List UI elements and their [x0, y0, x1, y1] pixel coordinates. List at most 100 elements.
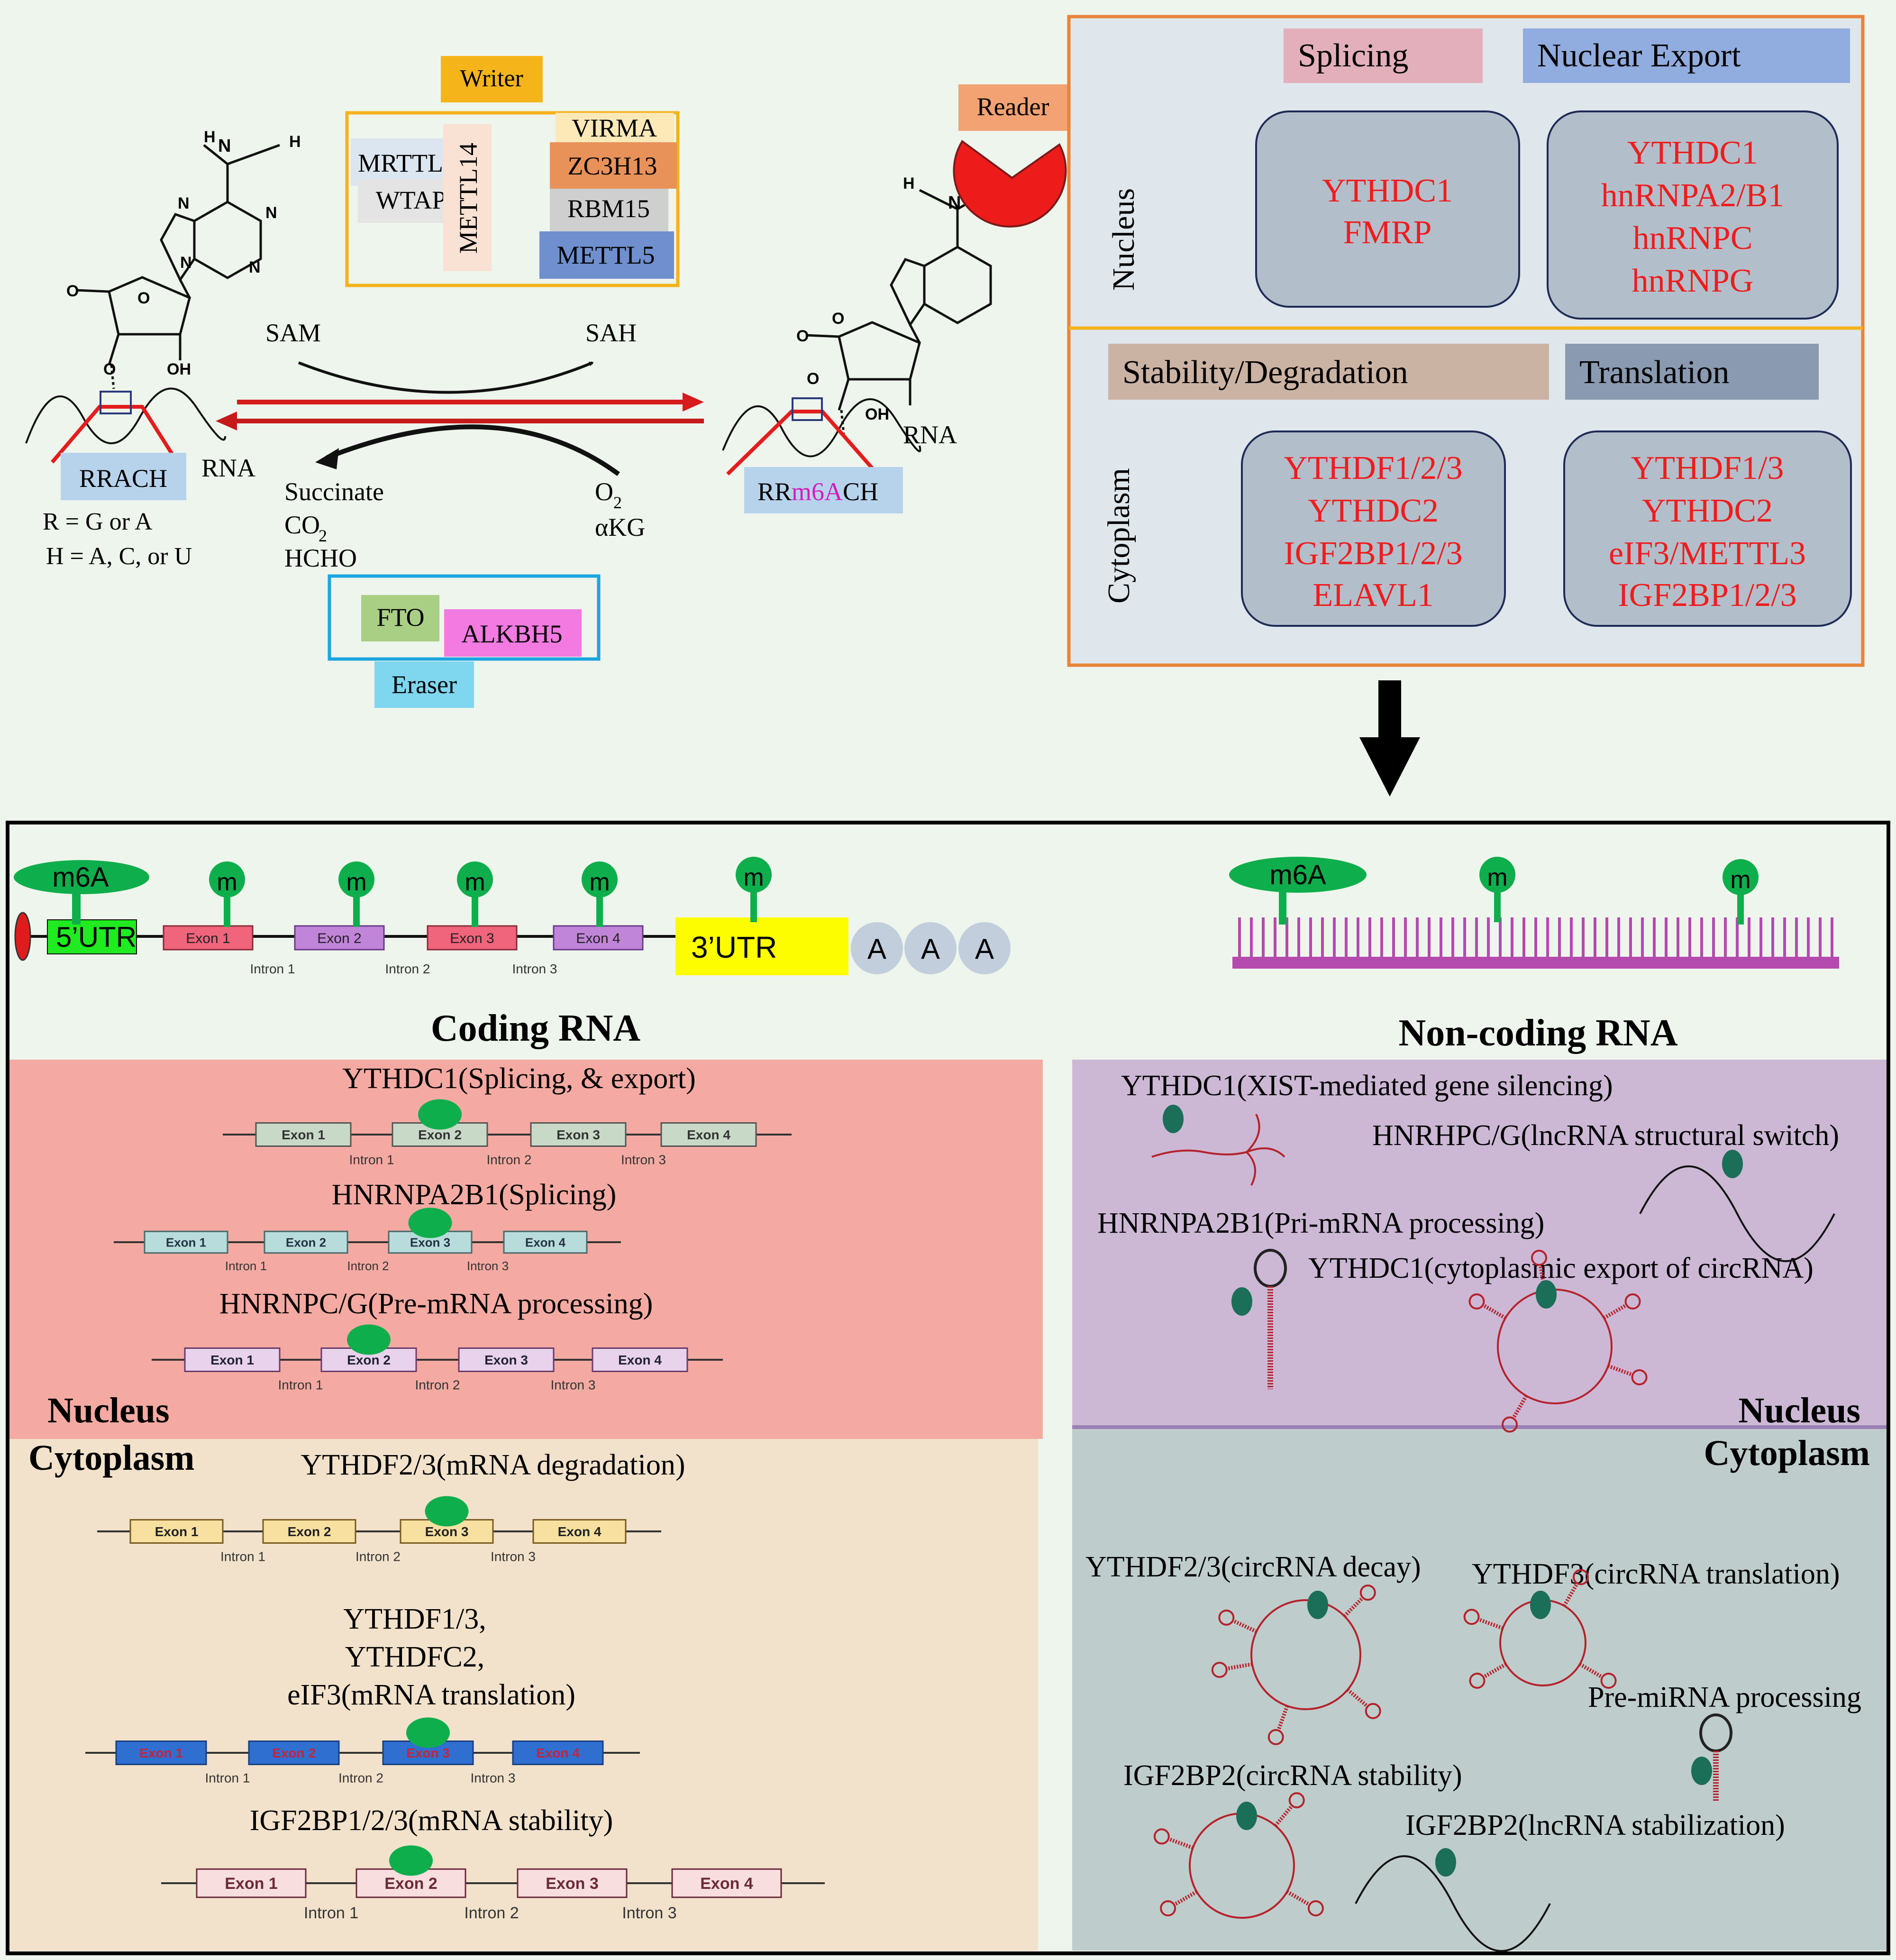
- polya-3: [958, 922, 1011, 974]
- reader-binding-icon: [408, 1208, 452, 1238]
- rna-cleft-left: [50, 405, 187, 476]
- noncoding-cytoplasm-area: [1072, 1429, 1887, 1951]
- n1-label: N: [265, 204, 277, 222]
- site-box-left: [100, 391, 132, 414]
- comb-tooth: [1819, 917, 1822, 958]
- intron-label: Intron 1: [205, 1771, 250, 1786]
- coding-item-ythdf13: YTHDF1/3,: [343, 1603, 486, 1635]
- comb-tooth: [1558, 917, 1561, 958]
- exon-label: Exon 4: [687, 1127, 730, 1142]
- comb-tooth: [1771, 917, 1774, 958]
- mrttl-box: [351, 138, 448, 186]
- hairpin-loop: [1468, 1293, 1485, 1310]
- o2-label: O: [595, 477, 613, 506]
- reader-item: YTHDF1/2/3: [1284, 450, 1462, 486]
- reader-binding-icon: [406, 1717, 450, 1748]
- reader-binding-icon: [1231, 1287, 1252, 1316]
- m6a-o5-label: O: [796, 327, 809, 345]
- export-readers: YTHDC1 hnRNPA2/B1 hnRNPC hnRNPG: [1601, 135, 1784, 299]
- r-definition: R = G or A: [43, 508, 153, 535]
- reader-binding-icon: [425, 1496, 469, 1527]
- exon-label: Exon 4: [558, 1524, 602, 1539]
- comb-tooth: [1440, 917, 1442, 958]
- hairpin-loop: [1573, 1569, 1589, 1585]
- comb-tooth: [1499, 917, 1502, 958]
- exon-label: Exon 4: [618, 1353, 662, 1367]
- sam-label: SAM: [265, 319, 321, 347]
- succinate-label: Succinate: [284, 477, 384, 506]
- m6a-n-label: N: [948, 193, 961, 213]
- eraser-complex-box: [328, 574, 601, 661]
- reader-binding-icon: [1307, 1591, 1328, 1619]
- eraser-label-box: [374, 661, 474, 708]
- reader-binding-icon: [1536, 1280, 1557, 1309]
- exon-label: Exon 2: [418, 1127, 462, 1142]
- reader-binding-icon: [1722, 1150, 1743, 1178]
- demethylation-arrow: [326, 424, 620, 476]
- m-mark-label: m: [1730, 866, 1750, 894]
- reader-binding-icon: [347, 1324, 391, 1355]
- comb-tooth: [1807, 917, 1810, 958]
- methylation-arrow: [298, 361, 594, 394]
- comb-tooth: [1783, 917, 1786, 958]
- zc3h13-box: [550, 142, 677, 189]
- m6a-mark-coding: [14, 860, 149, 894]
- writer-label: Writer: [460, 65, 523, 92]
- exon-label: Exon 4: [525, 1235, 566, 1249]
- ncrna-backbone: [1232, 957, 1839, 969]
- ncrna-comb: [1238, 917, 1833, 958]
- comb-tooth: [1451, 917, 1454, 958]
- polya-1: [851, 922, 903, 974]
- exon-label: Exon 2: [272, 1746, 316, 1760]
- reader-binding-icon: [1435, 1848, 1456, 1877]
- coding-item-hnrnpcg: HNRNPC/G(Pre-mRNA processing): [219, 1288, 653, 1320]
- xist-structure-icon: [1151, 1114, 1285, 1186]
- exon-box: [255, 1122, 352, 1147]
- coding-intron1-label: Intron 1: [250, 962, 295, 976]
- exon-box: [262, 1519, 356, 1544]
- exon-label: Exon 3: [406, 1746, 450, 1760]
- hairpin-loop: [1463, 1609, 1480, 1625]
- circrna-icon: [1250, 1599, 1361, 1710]
- exon-box: [592, 1347, 688, 1372]
- polya-label-2: A: [921, 933, 940, 965]
- coding-exon2-label: Exon 2: [317, 931, 361, 946]
- noncoding-item-lncrna-stabilization: IGF2BP2(lncRNA stabilization): [1405, 1809, 1785, 1841]
- intron-label: Intron 2: [415, 1378, 460, 1392]
- exon-label: Exon 3: [546, 1875, 598, 1893]
- reader-label: Reader: [977, 92, 1049, 121]
- coding-item-hnrnpa2b1: HNRNPA2B1(Splicing): [332, 1179, 617, 1211]
- comb-tooth: [1392, 917, 1395, 958]
- hairpin-loop: [1288, 1792, 1305, 1809]
- coding-exon1: [163, 925, 254, 951]
- wtap-label: WTAP: [376, 186, 447, 214]
- utr3-label: 3’UTR: [691, 930, 777, 964]
- comb-tooth: [1345, 917, 1348, 958]
- mettl5-box: [539, 231, 674, 279]
- intron-label: Intron 1: [349, 1153, 394, 1167]
- rna-cleft-right: [726, 410, 884, 480]
- exon-box: [115, 1740, 207, 1765]
- exon-box: [512, 1740, 604, 1765]
- reader-item: ELAVL1: [1313, 577, 1433, 614]
- o2-subscript: 2: [613, 493, 622, 512]
- eraser-label: Eraser: [392, 670, 457, 699]
- intron-label: Intron 3: [622, 1904, 676, 1922]
- comb-tooth: [1605, 917, 1608, 958]
- h-atom-label-right: H: [289, 133, 301, 151]
- reader-item: eIF3/METTL3: [1609, 535, 1806, 572]
- rrm6ach-box: [744, 467, 903, 513]
- comb-tooth: [1309, 917, 1312, 958]
- comb-tooth: [1333, 917, 1336, 958]
- comb-tooth: [1831, 917, 1833, 958]
- hairpin-loop: [1531, 1249, 1548, 1266]
- translation-readers: YTHDF1/3 YTHDC2 eIF3/METTL3 IGF2BP1/2/3: [1609, 450, 1806, 614]
- hairpin-loop: [1153, 1828, 1170, 1845]
- exon-label: Exon 3: [556, 1127, 600, 1142]
- m-mark-label: m: [217, 869, 237, 896]
- rbm15-label: RBM15: [567, 194, 650, 223]
- exon-label: Exon 1: [210, 1353, 254, 1367]
- noncoding-cytoplasm-label: Cytoplasm: [1704, 1433, 1870, 1473]
